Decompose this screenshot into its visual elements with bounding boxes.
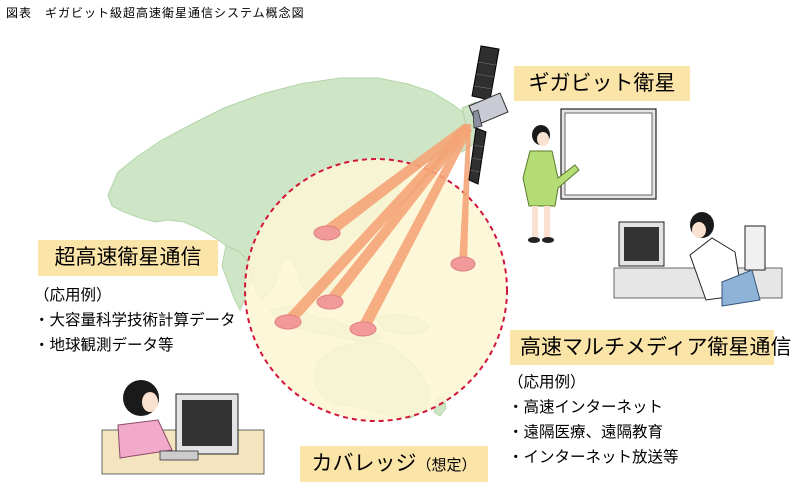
beam-4 xyxy=(358,124,472,332)
solar-panel-lower xyxy=(468,127,487,185)
satellite-label: ギガビット衛星 xyxy=(514,66,690,101)
left-panel-title-text: 超高速衛星通信 xyxy=(54,245,202,269)
beam-5 xyxy=(459,124,471,264)
right-panel-title-text: 高速マルチメディア衛星通信 xyxy=(520,335,792,359)
solar-panel-upper xyxy=(471,45,500,101)
right-example-item-1: ・高速インターネット xyxy=(508,398,664,416)
left-example-heading: （応用例） xyxy=(34,286,112,304)
left-example-item-1: ・大容量科学技術計算データ xyxy=(34,311,236,329)
spot-new-guinea xyxy=(349,321,377,337)
satellite-icon xyxy=(468,45,509,185)
satellite-beams xyxy=(284,123,472,332)
right-example-item-3: ・インターネット放送等 xyxy=(508,448,679,466)
right-example-item-2: ・遠隔医療、遠隔教育 xyxy=(508,423,664,441)
coverage-note: （想定） xyxy=(416,456,477,474)
beam-3 xyxy=(326,124,471,306)
left-example-item-2: ・地球観測データ等 xyxy=(34,336,174,354)
workstation-left-icon xyxy=(101,380,265,475)
coverage-area xyxy=(244,158,508,422)
coverage-label: カバレッジ（想定） xyxy=(300,446,488,482)
satellite-dish xyxy=(472,109,483,129)
beam-2 xyxy=(284,124,470,326)
presentation-screen xyxy=(560,108,657,200)
right-panel-examples: （応用例） ・高速インターネット ・遠隔医療、遠隔教育 ・インターネット放送等 xyxy=(508,370,679,470)
coverage-label-text: カバレッジ xyxy=(311,451,417,475)
spot-philippines xyxy=(316,294,344,310)
beam-1 xyxy=(322,123,470,238)
left-panel-title: 超高速衛星通信 xyxy=(38,240,218,276)
right-panel-title: 高速マルチメディア衛星通信 xyxy=(510,330,792,365)
spot-japan xyxy=(313,225,341,241)
satellite-label-text: ギガビット衛星 xyxy=(528,71,676,95)
presenter-icon xyxy=(522,125,580,243)
figure-caption: 図表 ギガビット級超高速衛星通信システム概念図 xyxy=(6,6,305,20)
workstation-right-icon xyxy=(613,212,783,307)
spot-indonesia xyxy=(274,314,302,330)
left-panel-examples: （応用例） ・大容量科学技術計算データ ・地球観測データ等 xyxy=(34,283,236,358)
right-example-heading: （応用例） xyxy=(508,373,586,391)
beam-spots xyxy=(274,225,476,337)
spot-pacific xyxy=(450,256,476,272)
